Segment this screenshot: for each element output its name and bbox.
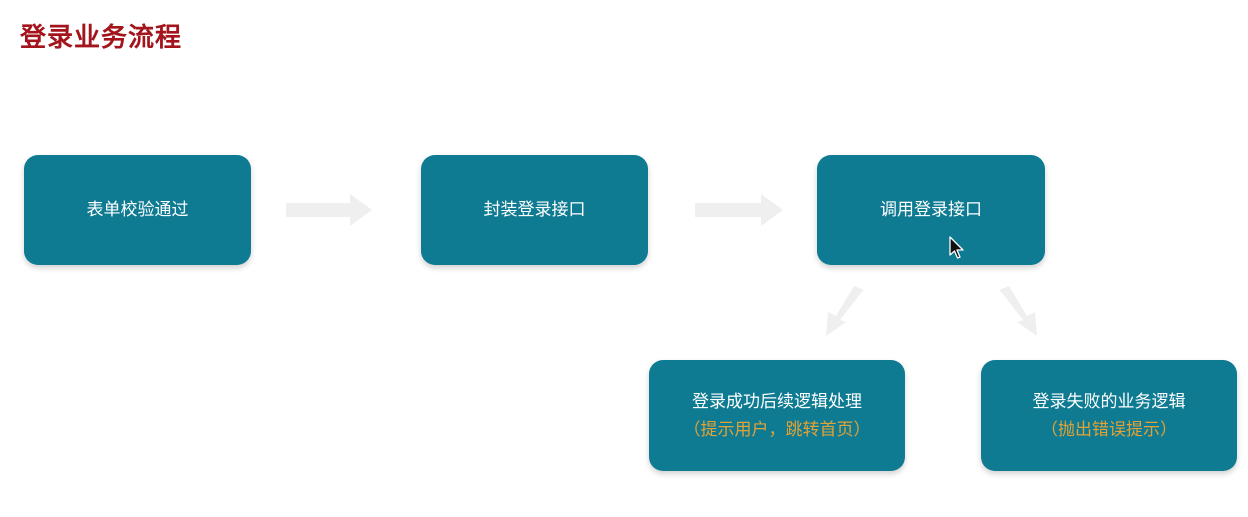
step-form-validation: 表单校验通过: [24, 155, 251, 265]
step-label: 表单校验通过: [86, 200, 189, 220]
step-label: 登录成功后续逻辑处理: [692, 391, 862, 412]
arrow-down-left-icon: [826, 286, 864, 336]
step-login-failure: 登录失败的业务逻辑 （抛出错误提示）: [981, 360, 1237, 471]
step-note: （提示用户，跳转首页）: [683, 419, 871, 440]
step-call-login-api: 调用登录接口: [817, 155, 1045, 265]
arrow-right-icon: [286, 194, 372, 226]
step-label: 封装登录接口: [483, 200, 586, 220]
step-wrap-login-api: 封装登录接口: [421, 155, 648, 265]
step-note: （抛出错误提示）: [1041, 419, 1177, 440]
mouse-pointer-icon: [949, 236, 964, 259]
arrow-down-right-icon: [999, 286, 1037, 336]
step-login-success: 登录成功后续逻辑处理 （提示用户，跳转首页）: [649, 360, 905, 471]
step-label: 调用登录接口: [880, 200, 982, 220]
page-title: 登录业务流程: [20, 23, 183, 53]
step-label: 登录失败的业务逻辑: [1032, 391, 1186, 412]
arrow-right-icon: [695, 194, 783, 226]
